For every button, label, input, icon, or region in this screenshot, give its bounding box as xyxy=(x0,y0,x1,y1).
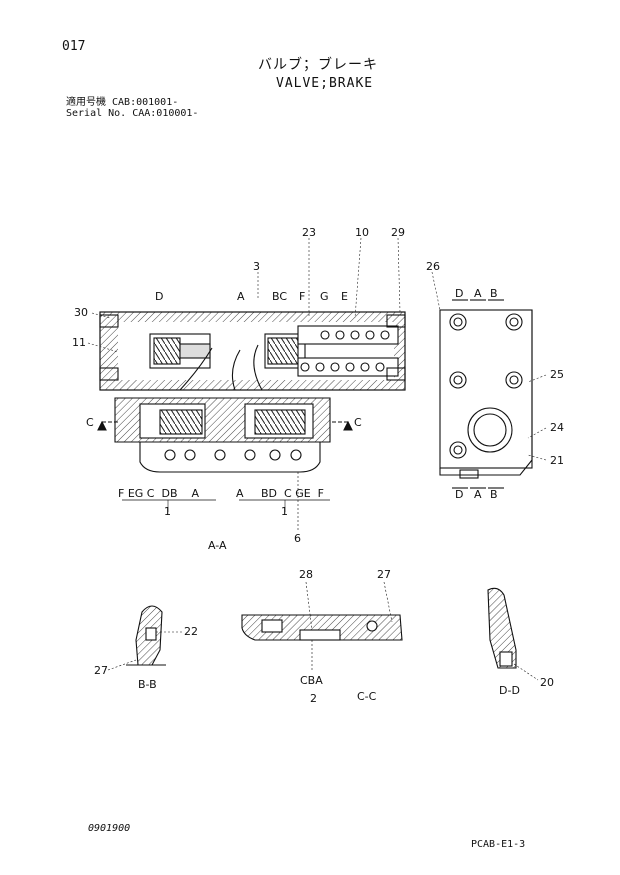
callout-24: 24 xyxy=(550,421,564,434)
mark-c-left: C xyxy=(86,416,94,429)
mark-cba: CBA xyxy=(300,674,323,687)
mark-side-d: D xyxy=(455,287,463,300)
view-label-d-d: D-D xyxy=(499,684,520,697)
callout-2: 2 xyxy=(310,692,317,705)
side-view-main-port xyxy=(467,407,513,453)
serial-number-line: Serial No. CAA:010001- xyxy=(66,108,199,119)
callout-30: 30 xyxy=(74,306,88,319)
callout-27-cc: 27 xyxy=(377,568,391,581)
mark-side-bottom-b: B xyxy=(490,488,498,501)
side-view xyxy=(439,299,533,489)
view-labels: A-A B-B C-C D-D xyxy=(138,539,520,703)
view-label-c-c: C-C xyxy=(357,690,377,703)
mark-top-d: D xyxy=(155,290,163,303)
callout-1-right: 1 xyxy=(281,505,288,518)
callout-labels: 23 10 29 3 26 30 11 25 24 21 1 1 6 28 27… xyxy=(72,226,564,705)
view-d-d xyxy=(487,587,539,681)
section-marks: D A BC F G E D A B D A B F EG C DB A A B… xyxy=(86,287,498,687)
callout-leaders xyxy=(87,237,547,461)
mark-top-f: F xyxy=(299,290,305,303)
mark-side-bottom-d: D xyxy=(455,488,463,501)
callout-26: 26 xyxy=(426,260,440,273)
mark-bottom-left-row: F EG C DB A xyxy=(118,487,199,500)
side-view-body xyxy=(439,309,533,469)
footer-document-code: 0901900 xyxy=(88,823,131,834)
mark-side-a: A xyxy=(474,287,482,300)
view-label-a-a: A-A xyxy=(208,539,227,552)
valve-body-bottom xyxy=(139,442,321,473)
callout-23: 23 xyxy=(302,226,316,239)
callout-21: 21 xyxy=(550,454,564,467)
page-number: 017 xyxy=(62,39,86,54)
view-c-c xyxy=(241,581,403,670)
piston-row-upper xyxy=(297,325,399,345)
mark-side-b: B xyxy=(490,287,498,300)
callout-27-bb: 27 xyxy=(94,664,108,677)
mark-top-a: A xyxy=(237,290,245,303)
mark-side-bottom-a: A xyxy=(474,488,482,501)
main-section-view xyxy=(97,311,406,530)
callout-1-left: 1 xyxy=(164,505,171,518)
callout-3: 3 xyxy=(253,260,260,273)
title-japanese: バルブ；ブレーキ xyxy=(258,57,378,73)
callout-29: 29 xyxy=(391,226,405,239)
callout-20: 20 xyxy=(540,676,554,689)
callout-6: 6 xyxy=(294,532,301,545)
callout-11: 11 xyxy=(72,336,86,349)
serial-applicable-line: 適用号機 CAB:001001- xyxy=(66,97,179,108)
footer-page-code: PCAB-E1-3 xyxy=(471,839,526,850)
callout-25: 25 xyxy=(550,368,564,381)
title-english: VALVE;BRAKE xyxy=(276,76,374,91)
callout-22: 22 xyxy=(184,625,198,638)
mark-bottom-right-row: A BD C GE F xyxy=(236,487,324,500)
mark-c-right: C xyxy=(354,416,362,429)
mark-top-bc: BC xyxy=(272,290,287,303)
mark-top-e: E xyxy=(341,290,348,303)
callout-28: 28 xyxy=(299,568,313,581)
callout-10: 10 xyxy=(355,226,369,239)
view-b-b xyxy=(107,605,182,671)
view-label-b-b: B-B xyxy=(138,678,157,691)
mark-top-g: G xyxy=(320,290,329,303)
